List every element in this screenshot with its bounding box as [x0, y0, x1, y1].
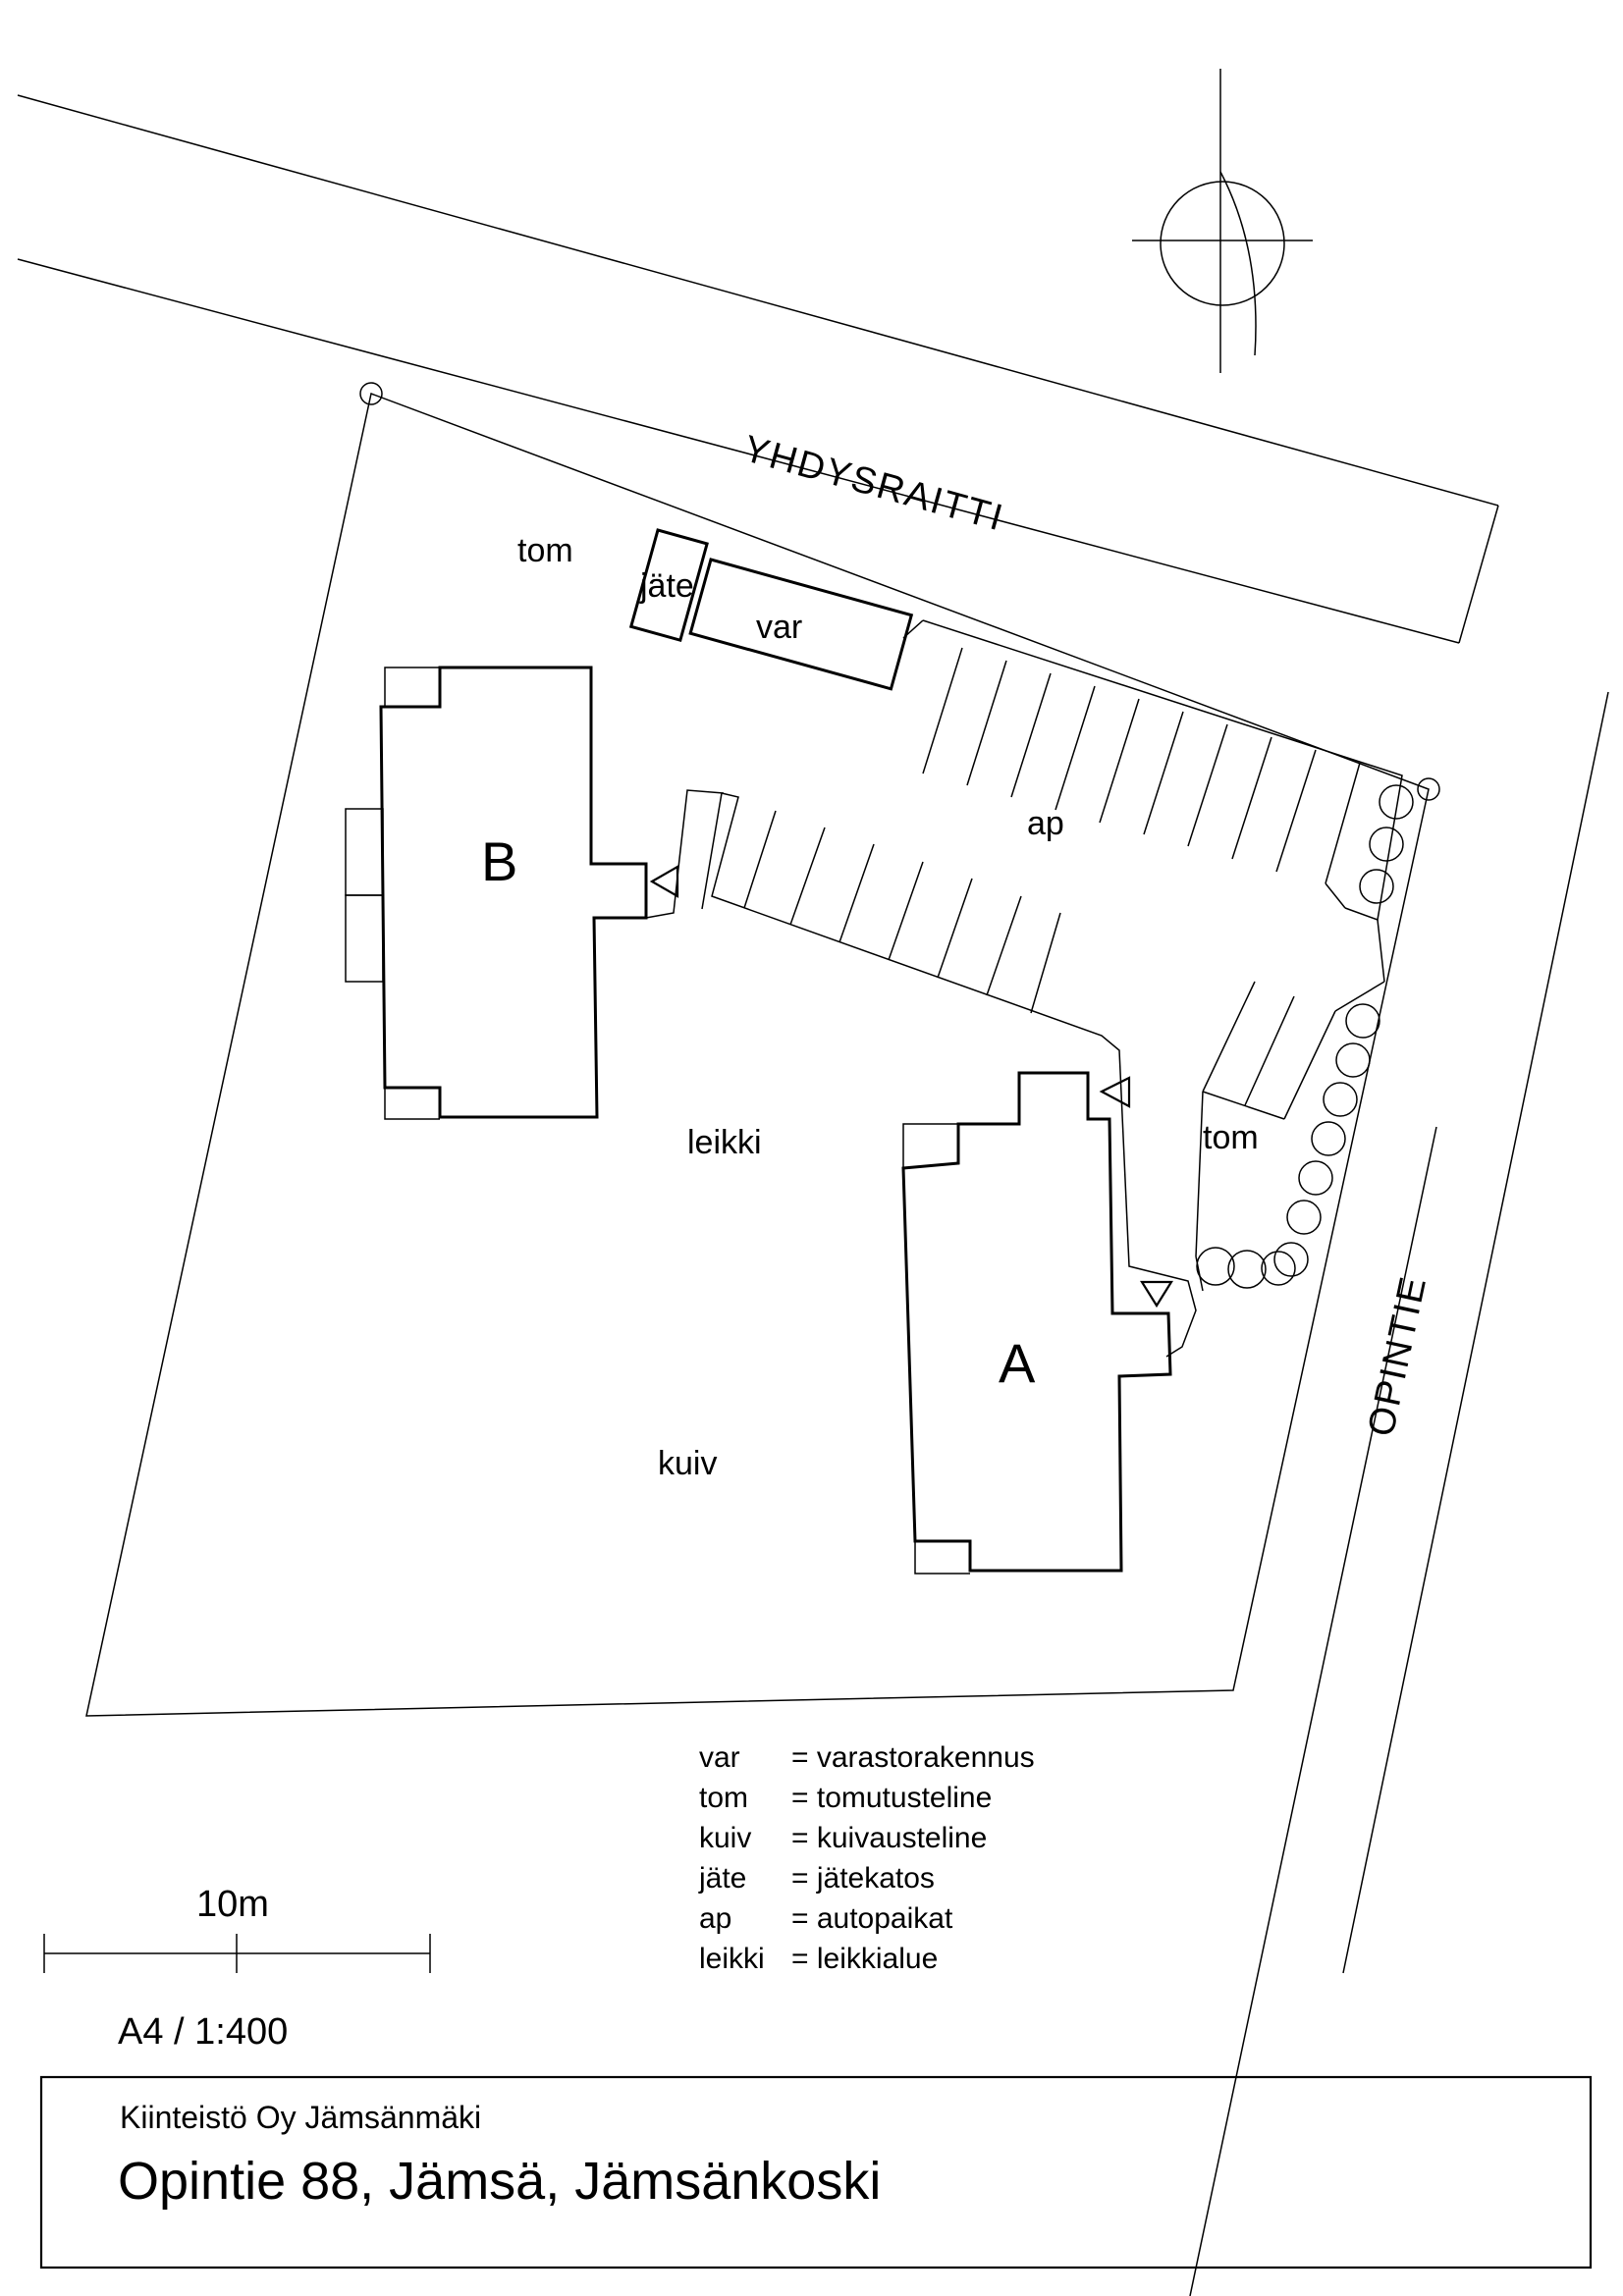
scale-bar-label: 10m: [196, 1884, 269, 1925]
legend-abbr: var: [699, 1741, 740, 1774]
legend-abbr: leikki: [699, 1943, 765, 1975]
legend-desc: = leikkialue: [791, 1943, 938, 1975]
entrance-marker-b: [649, 865, 679, 898]
label-tom-north: tom: [517, 532, 573, 569]
legend-desc: = tomutusteline: [791, 1782, 992, 1814]
parking-area-north: [902, 619, 1403, 922]
legend-desc: = kuivausteline: [791, 1822, 987, 1854]
entrance-marker-a-east: [1140, 1280, 1173, 1308]
varastorakennus-structure: [688, 558, 914, 691]
label-jate: jäte: [639, 567, 694, 605]
label-building-a: A: [999, 1332, 1036, 1394]
tree-row-icon: [1196, 784, 1414, 1289]
legend-abbr: tom: [699, 1782, 748, 1814]
legend-abbr: jäte: [698, 1862, 746, 1895]
parking-area-south: [701, 792, 1385, 1358]
legend-desc: = varastorakennus: [791, 1741, 1035, 1774]
yhdysraitti-path: [17, 94, 1499, 644]
paper-scale: A4 / 1:400: [118, 2011, 288, 2053]
opintie-road: [1189, 691, 1609, 2296]
label-tom-east: tom: [1203, 1119, 1259, 1156]
company-name: Kiinteistö Oy Jämsänmäki: [120, 2100, 481, 2135]
site-address: Opintie 88, Jämsä, Jämsänkoski: [118, 2152, 881, 2211]
legend-desc: = autopaikat: [791, 1902, 953, 1935]
road-label-yhdysraitti: YHDYSRAITTI: [739, 428, 1009, 539]
label-ap: ap: [1027, 805, 1064, 842]
building-b: [345, 666, 725, 1120]
scale-bar: [43, 1934, 431, 1973]
legend-abbr: kuiv: [699, 1822, 751, 1854]
entrance-marker-a-north: [1099, 1076, 1131, 1108]
label-kuiv: kuiv: [658, 1445, 717, 1482]
label-building-b: B: [481, 830, 517, 892]
legend-abbr: ap: [699, 1902, 731, 1935]
property-boundary: [85, 382, 1440, 1717]
legend-desc: = jätekatos: [791, 1862, 935, 1895]
title-block: [39, 2075, 1593, 2269]
building-a: [901, 1071, 1172, 1575]
north-arrow-icon: [1132, 69, 1313, 373]
road-label-opintie: OPINTIE: [1361, 1272, 1435, 1440]
jatekatos-structure: [628, 528, 709, 643]
label-var: var: [756, 609, 802, 646]
legend: var = varastorakennus tom = tomutustelin…: [698, 1741, 1035, 1975]
label-leikki: leikki: [687, 1124, 762, 1161]
